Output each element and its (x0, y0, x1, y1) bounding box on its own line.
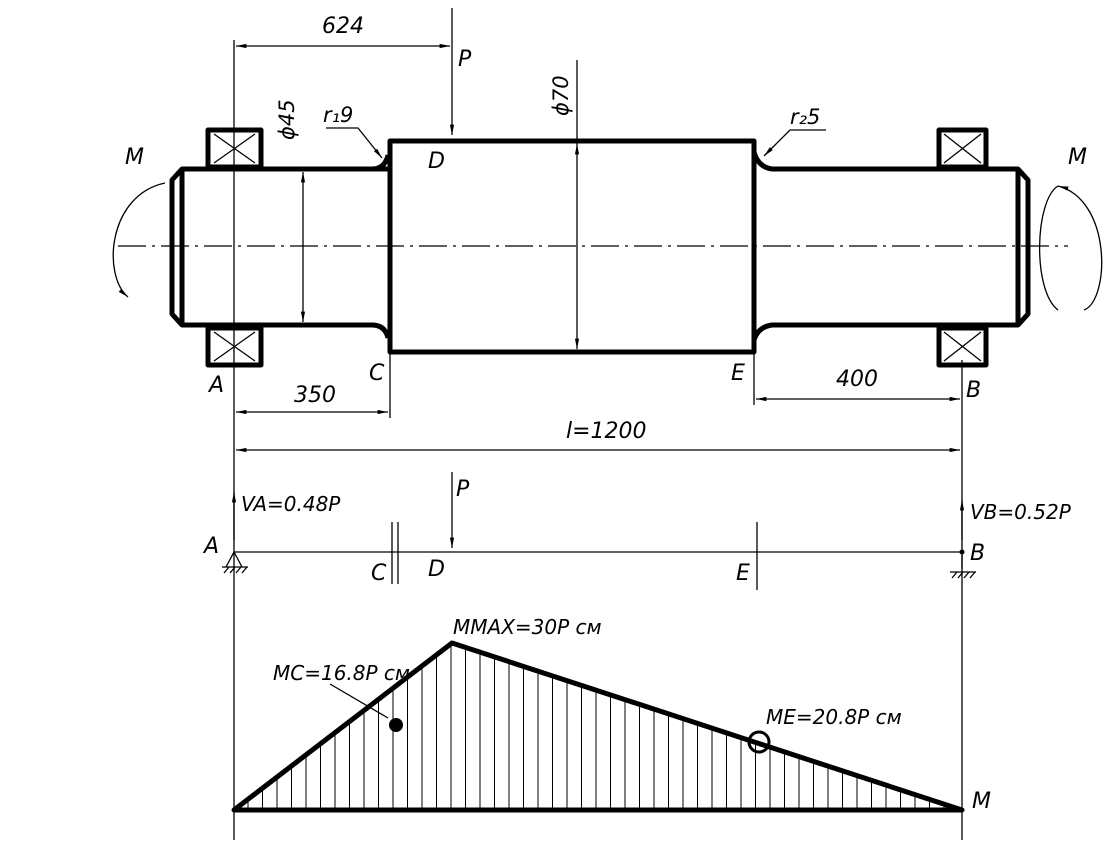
point-c-label: C (369, 361, 385, 386)
dim-label-400: 400 (836, 367, 878, 392)
moment-hatching (247, 645, 945, 810)
point-e-label: E (731, 361, 745, 386)
moment-arrow-right-back (1038, 185, 1059, 311)
load-label-top: P (458, 47, 472, 72)
load-label-beam: P (456, 477, 470, 502)
support-a (222, 550, 248, 574)
reaction-a-label: VA=0.48P (241, 492, 341, 516)
point-a-label: A (207, 373, 224, 398)
moment-arrow-right (1057, 185, 1103, 311)
point-c-marker (389, 718, 403, 732)
m-max-label: MMAX=30P см (453, 615, 602, 639)
point-d-label: D (428, 149, 445, 174)
dim-label-624: 624 (322, 14, 364, 39)
beam-schematic (222, 472, 976, 590)
moment-label-right: M (1068, 145, 1087, 170)
bearing-right-bottom (936, 325, 989, 368)
point-b-label: B (966, 378, 981, 403)
right-journal (751, 151, 1031, 341)
moment-axis-label: M (972, 789, 991, 814)
beam-point-e: E (736, 561, 750, 586)
m-e-label: ME=20.8P см (766, 705, 902, 729)
dim-label-350: 350 (294, 383, 336, 408)
point-e-marker (747, 730, 771, 754)
beam-point-d: D (428, 557, 445, 582)
support-b (950, 549, 976, 579)
left-journal (169, 154, 391, 339)
radius2-label: r₂5 (790, 105, 820, 129)
beam-point-a: A (202, 534, 219, 559)
beam-point-c: C (371, 561, 387, 586)
radius2-leader (763, 129, 826, 157)
central-body (387, 138, 757, 355)
dia70-label: ϕ70 (549, 75, 573, 116)
beam-point-b: B (970, 541, 985, 566)
moment-label-left: M (125, 145, 144, 170)
shaft-view (112, 8, 1103, 840)
radius1-leader (326, 127, 383, 159)
dim-label-length: l=1200 (566, 419, 647, 444)
reaction-b-label: VB=0.52P (970, 500, 1072, 524)
m-c-label: MC=16.8P см (273, 661, 410, 685)
dia45-label: ϕ45 (275, 99, 299, 140)
moment-arrow-left (112, 182, 166, 298)
bearing-right-top (936, 127, 989, 170)
mc-leader (329, 683, 389, 719)
radius1-label: r₁9 (323, 103, 353, 127)
